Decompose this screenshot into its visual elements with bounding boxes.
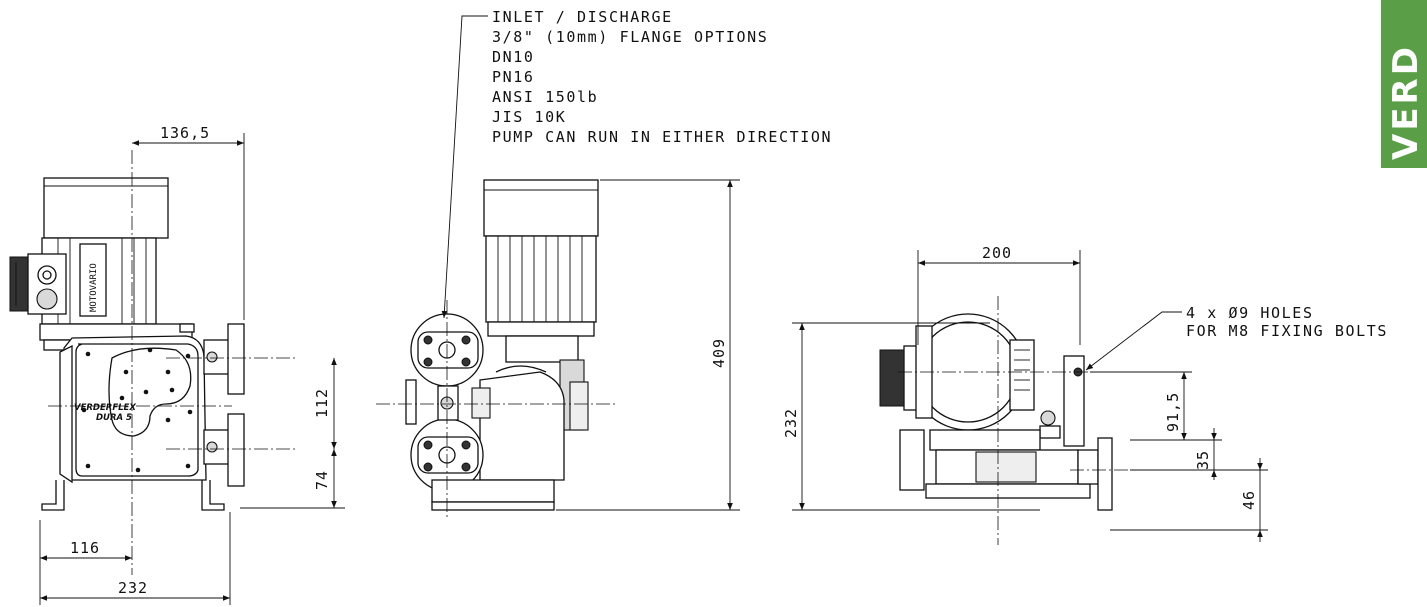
dim-side-port-spacing: 112 [313, 388, 331, 418]
top-mount-bracket [1063, 355, 1085, 447]
motor-label: MOTOVARIO [89, 263, 99, 312]
inlet-note-line-7: PUMP CAN RUN IN EITHER DIRECTION [492, 128, 832, 146]
motor-nameplate [79, 243, 107, 317]
dim-top-hole: 91,5 [1164, 392, 1182, 432]
front-view: 409 [376, 179, 740, 520]
front-pump-body [479, 371, 565, 481]
top-flange [1097, 437, 1113, 511]
dim-top-base: 35 [1194, 450, 1212, 470]
holes-note-line-2: FOR M8 FIXING BOLTS [1186, 322, 1388, 340]
dim-side-offset: 116 [70, 539, 100, 557]
inlet-note-line-1: INLET / DISCHARGE [492, 8, 673, 26]
dim-side-width: 232 [118, 579, 148, 597]
dim-top-width: 200 [982, 244, 1012, 262]
side-view: MOTOVARIO VERDERFLEX DURA 5 [9, 124, 345, 605]
front-motor-fan [483, 179, 599, 237]
motor-fan-cover [43, 177, 169, 239]
inlet-note-line-3: DN10 [492, 48, 535, 66]
inlet-note-line-4: PN16 [492, 68, 535, 86]
holes-note-line-1: 4 x Ø9 HOLES [1186, 304, 1314, 322]
holes-note: 4 x Ø9 HOLES FOR M8 FIXING BOLTS [1085, 304, 1388, 371]
brand-tab: VERD [1381, 0, 1427, 168]
inlet-note-line-5: ANSI 150lb [492, 88, 598, 106]
upper-flange [227, 323, 245, 395]
top-base-plate [925, 483, 1091, 499]
front-motor-body [485, 235, 597, 323]
cover-bolts [81, 347, 193, 473]
dim-top-depth: 232 [782, 408, 800, 438]
dim-front-height: 409 [710, 338, 728, 368]
inlet-note-line-2: 3/8" (10mm) FLANGE OPTIONS [492, 28, 768, 46]
dim-top-flange: 46 [1240, 490, 1258, 510]
lower-flange [227, 413, 245, 487]
front-base [431, 479, 555, 503]
pump-model-label: DURA 5 [96, 413, 132, 423]
brand-tab-text: VERD [1386, 44, 1426, 160]
dim-side-port-height: 74 [313, 470, 331, 490]
pump-brand-label: VERDERFLEX [74, 403, 136, 413]
inlet-note-line-6: JIS 10K [492, 108, 566, 126]
dim-side-top: 136,5 [160, 124, 210, 142]
inlet-note: INLET / DISCHARGE 3/8" (10mm) FLANGE OPT… [441, 8, 832, 319]
top-view: 200 232 91,5 35 46 [782, 244, 1268, 545]
